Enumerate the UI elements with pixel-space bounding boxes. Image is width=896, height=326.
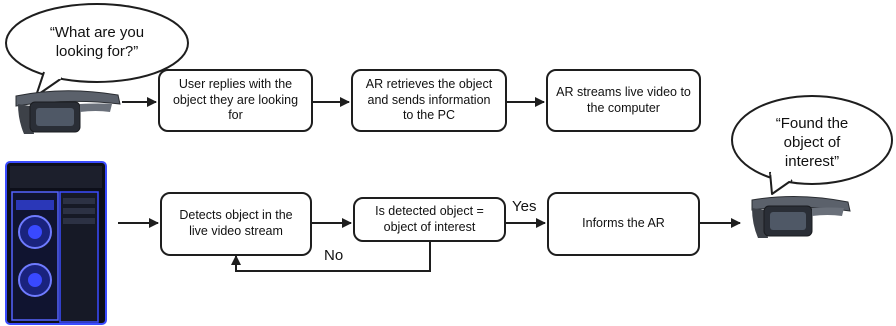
speech-bubble-right bbox=[731, 95, 893, 195]
speech-bubble-top bbox=[5, 3, 189, 97]
yes-label: Yes bbox=[512, 198, 537, 215]
pc-tower-icon bbox=[5, 161, 107, 325]
speech-right-text: “Found the object of interest” bbox=[775, 115, 849, 170]
ar-headset-icon-top bbox=[15, 90, 121, 134]
step-informs-ar: Informs the AR bbox=[547, 192, 700, 256]
no-label: No bbox=[324, 247, 344, 264]
decision-is-detected: Is detected object = object of interest bbox=[353, 197, 506, 242]
step-ar-retrieves: AR retrieves the object and sends inform… bbox=[351, 69, 507, 132]
ar-headset-icon-right bbox=[751, 195, 851, 238]
step-user-replies: User replies with the object they are lo… bbox=[158, 69, 313, 132]
arrow-no-loop bbox=[231, 242, 431, 272]
step-ar-streams: AR streams live video to the computer bbox=[546, 69, 701, 132]
step-detects-object: Detects object in the live video stream bbox=[160, 192, 312, 256]
speech-top-text: “What are you looking for?” bbox=[49, 24, 145, 60]
